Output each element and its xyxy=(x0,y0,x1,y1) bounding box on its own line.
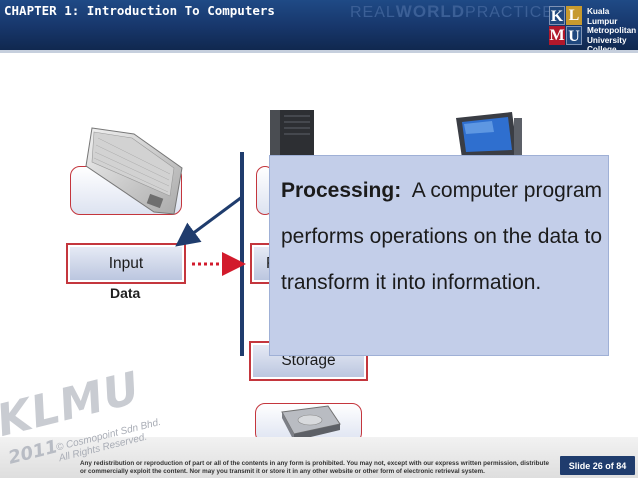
logo-letter-k: K xyxy=(549,6,565,25)
footer-band xyxy=(0,437,638,478)
storage-label: Storage xyxy=(281,352,336,369)
header-divider xyxy=(0,50,638,53)
logo-letter-l: L xyxy=(566,6,582,25)
keyboard-icon xyxy=(85,127,183,215)
blue-diagonal-arrow xyxy=(175,195,243,247)
input-label: Input xyxy=(108,254,144,272)
real-world-practice-watermark: REALWORLDPRACTICE xyxy=(350,2,554,21)
input-box: Input xyxy=(66,243,186,284)
callout-term: Processing: xyxy=(281,179,402,202)
logo-letter-u: U xyxy=(566,26,582,45)
chapter-title: CHAPTER 1: Introduction To Computers xyxy=(4,3,275,18)
university-name: Kuala Lumpur Metropolitan University Col… xyxy=(587,7,637,54)
processing-callout: Processing: A computer program performs … xyxy=(269,155,609,356)
monitor-icon xyxy=(456,112,522,158)
legal-notice: Any redistribution or reproduction of pa… xyxy=(80,460,549,475)
slide-header: CHAPTER 1: Introduction To Computers REA… xyxy=(0,0,638,54)
logo-letter-m: M xyxy=(549,26,565,45)
slide-number-badge: Slide 26 of 84 xyxy=(560,456,635,475)
callout-definition: A computer program performs operations o… xyxy=(281,179,603,294)
data-label: Data xyxy=(110,285,141,301)
hard-drive-icon xyxy=(281,405,341,441)
klmu-logo: K L M U xyxy=(549,6,583,46)
